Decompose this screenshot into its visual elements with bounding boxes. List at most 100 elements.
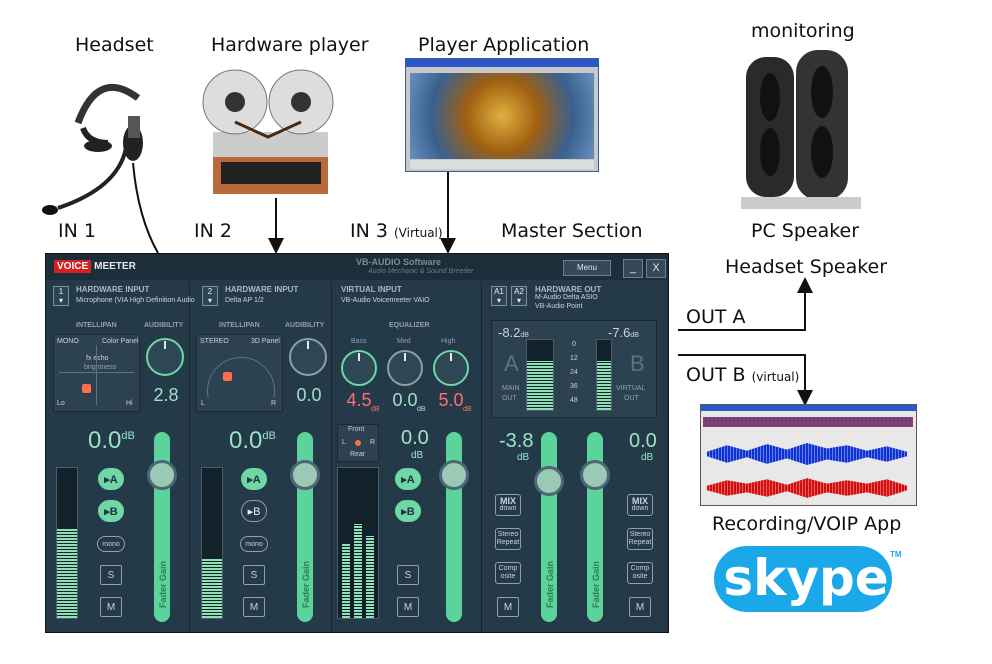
high-knob[interactable] bbox=[433, 350, 469, 386]
r-label: R bbox=[370, 439, 375, 446]
master-b-mute-button[interactable]: M bbox=[629, 597, 651, 617]
strip-3-fader-handle[interactable] bbox=[439, 460, 469, 490]
strip-2-meter-level bbox=[202, 558, 222, 618]
scale-12: 12 bbox=[570, 355, 578, 362]
solo-button[interactable]: S bbox=[100, 565, 122, 585]
master-b-gain: 0.0 bbox=[629, 430, 657, 453]
master-a-fader-handle[interactable] bbox=[534, 466, 564, 496]
solo-button[interactable]: S bbox=[397, 565, 419, 585]
3d-panel[interactable]: STEREO 3D Panel L R bbox=[196, 334, 283, 412]
master-device-1: M-Audio Delta ASIO bbox=[535, 294, 598, 301]
audibility-value: 2.8 bbox=[146, 385, 186, 406]
brightness-label: brightness bbox=[84, 364, 116, 371]
mono-button[interactable]: mono bbox=[240, 536, 268, 552]
stereo-mode: STEREO bbox=[200, 338, 229, 345]
fx-echo-label: fx echo bbox=[86, 355, 109, 362]
mute-button[interactable]: M bbox=[397, 597, 419, 617]
master-device-2: VB-Audio Point bbox=[535, 303, 582, 310]
pan-cursor[interactable] bbox=[223, 372, 232, 381]
hi-label: Hi bbox=[126, 400, 133, 407]
virtual-out-label-2: OUT bbox=[624, 395, 639, 402]
color-panel[interactable]: MONO Color Panel fx echo brightness Lo H… bbox=[53, 334, 140, 412]
bass-knob[interactable] bbox=[341, 350, 377, 386]
strip-3-title: VIRTUAL INPUT bbox=[341, 285, 402, 294]
vb-audio-tagline: Audio Mechanic & Sound Breeder bbox=[368, 268, 473, 275]
audibility-knob[interactable] bbox=[289, 338, 327, 376]
intellipan-label: INTELLIPAN bbox=[76, 322, 117, 329]
surround-panel[interactable]: Front L R Rear bbox=[337, 424, 379, 462]
master-meter-a-level bbox=[527, 361, 553, 410]
main-out-label-2: OUT bbox=[502, 395, 517, 402]
med-label: Med bbox=[397, 338, 411, 345]
strip-1-title: HARDWARE INPUT bbox=[76, 285, 149, 294]
big-a-letter: A bbox=[504, 351, 519, 377]
fader-gain-label: Fader Gain bbox=[301, 561, 311, 608]
hardware-input-strip-2: 2▾ HARDWARE INPUT Delta AP 1/2 INTELLIPA… bbox=[189, 282, 332, 632]
strip-2-fader-handle[interactable] bbox=[290, 460, 320, 490]
master-a-mute-button[interactable]: M bbox=[497, 597, 519, 617]
menu-button[interactable]: Menu bbox=[563, 260, 611, 276]
a1-selector[interactable]: A1▾ bbox=[491, 286, 507, 306]
master-meter-b-level bbox=[597, 361, 611, 410]
audibility-label: AUDIBILITY bbox=[285, 322, 324, 329]
solo-button[interactable]: S bbox=[243, 565, 265, 585]
hardware-input-strip-1: 1▾ HARDWARE INPUT Microphone (VIA High D… bbox=[46, 282, 190, 632]
strip-1-meter-level bbox=[57, 528, 77, 618]
strip-2-device[interactable]: Delta AP 1/2 bbox=[225, 297, 264, 304]
scale-0: 0 bbox=[572, 341, 576, 348]
pan-cursor[interactable] bbox=[82, 384, 91, 393]
input-1-selector[interactable]: 1▾ bbox=[53, 286, 69, 306]
mute-button[interactable]: M bbox=[243, 597, 265, 617]
equalizer-label: EQUALIZER bbox=[389, 322, 429, 329]
strip-3-device: VB-Audio Voicemeeter VAIO bbox=[341, 297, 430, 304]
minimize-button[interactable]: _ bbox=[623, 259, 643, 278]
strip-2-gain: 0.0dB bbox=[229, 427, 276, 455]
strip-2-meter bbox=[201, 467, 223, 619]
audibility-knob[interactable] bbox=[146, 338, 184, 376]
master-b-fader-handle[interactable] bbox=[580, 460, 610, 490]
lo-label: Lo bbox=[57, 400, 65, 407]
eq-unit-med: dB bbox=[417, 406, 426, 413]
bass-label: Bass bbox=[351, 338, 367, 345]
l-label: L bbox=[201, 400, 205, 407]
vb-audio-brand: VB-AUDIO Software bbox=[356, 257, 441, 267]
input-2-selector[interactable]: 2▾ bbox=[202, 286, 218, 306]
master-title: HARDWARE OUT bbox=[535, 285, 601, 294]
master-level-panel: -8.2dB -7.6dB A B MAIN OUT VIRTUAL OUT 0… bbox=[491, 320, 657, 418]
bus-a-button[interactable]: ▸A bbox=[241, 468, 267, 490]
level-a-value: -8.2dB bbox=[498, 325, 529, 340]
strip-3-meter bbox=[337, 467, 379, 619]
bus-a-button[interactable]: ▸A bbox=[395, 468, 421, 490]
mute-button[interactable]: M bbox=[100, 597, 122, 617]
close-button[interactable]: X bbox=[646, 259, 666, 278]
virtual-out-label: VIRTUAL bbox=[616, 385, 645, 392]
a2-selector[interactable]: A2▾ bbox=[511, 286, 527, 306]
bus-b-button[interactable]: ▸B bbox=[395, 500, 421, 522]
pan-cross-v bbox=[96, 345, 97, 405]
bus-b-button[interactable]: ▸B bbox=[98, 500, 124, 522]
bus-a-button[interactable]: ▸A bbox=[98, 468, 124, 490]
med-knob[interactable] bbox=[387, 350, 423, 386]
strip-3-gain-unit: dB bbox=[411, 450, 423, 461]
intellipan-label: INTELLIPAN bbox=[219, 322, 260, 329]
fader-gain-label-a: Fader Gain bbox=[545, 561, 555, 608]
eq-unit-bass: dB bbox=[371, 406, 380, 413]
strip-1-device[interactable]: Microphone (VIA High Definition Audio bbox=[76, 297, 195, 304]
eq-unit-high: dB bbox=[463, 406, 472, 413]
mono-button[interactable]: mono bbox=[97, 536, 125, 552]
strip-2-title: HARDWARE INPUT bbox=[225, 285, 298, 294]
master-section-strip: A1▾ A2▾ HARDWARE OUT M-Audio Delta ASIO … bbox=[481, 282, 668, 632]
l-label: L bbox=[342, 439, 346, 446]
strip-1-fader-handle[interactable] bbox=[147, 460, 177, 490]
strip-3-meter-level-3 bbox=[366, 536, 374, 619]
master-b-gain-unit: dB bbox=[641, 452, 653, 463]
surround-cursor[interactable] bbox=[355, 440, 361, 446]
bus-b-button[interactable]: ▸B bbox=[241, 500, 267, 522]
